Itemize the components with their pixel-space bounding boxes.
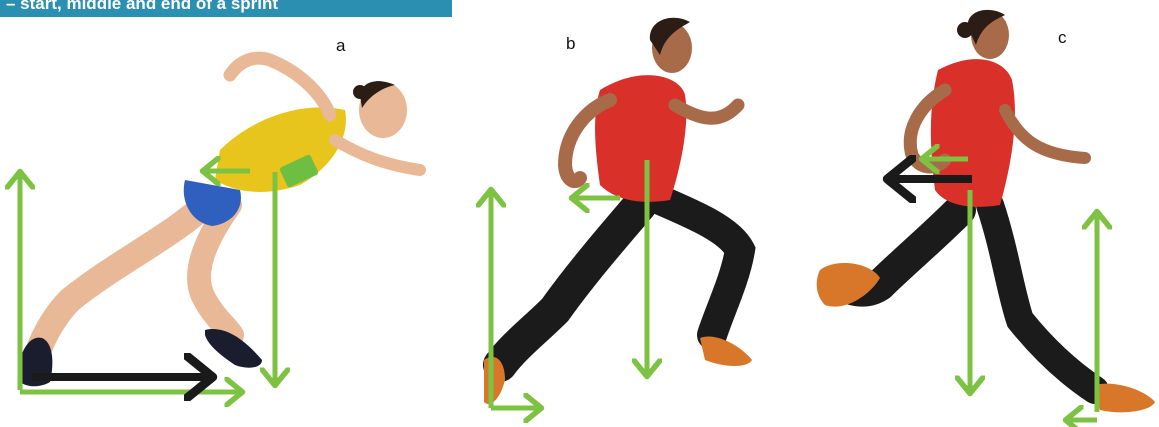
sprinter-c-figure	[817, 10, 1155, 412]
sprinter-a-figure	[18, 58, 420, 386]
sprinter-b-figure	[484, 18, 752, 404]
